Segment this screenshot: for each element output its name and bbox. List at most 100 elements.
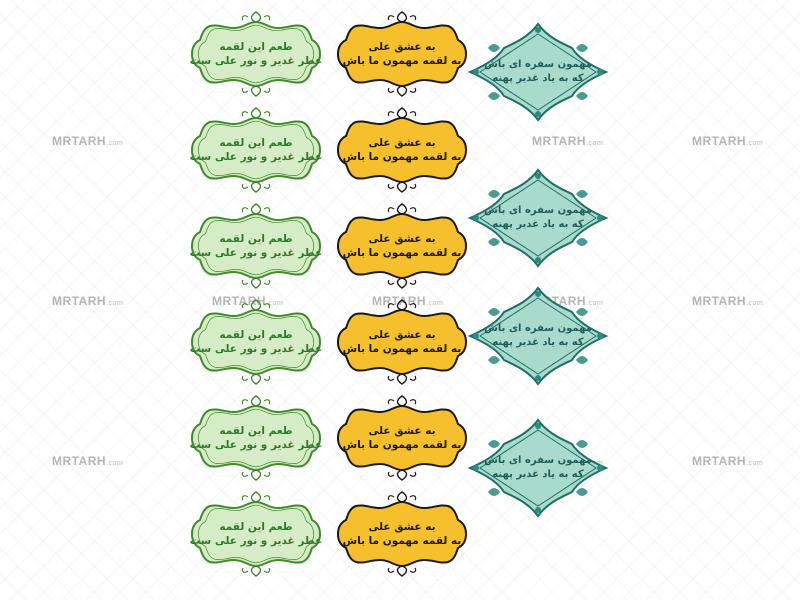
watermark-text: MRTARH.com	[692, 134, 763, 148]
yellow-frame-icon	[336, 395, 468, 481]
teal-label-line1: مهمون سفره ای باش	[484, 455, 592, 466]
watermark-suffix: .com	[426, 300, 444, 307]
watermark-brand: MRTARH	[372, 294, 427, 308]
watermark-brand: MRTARH	[532, 134, 587, 148]
yellow-frame-icon	[336, 107, 468, 193]
green-label-text: طعم این لقمه عطر غدیر و نور علی ست	[186, 494, 326, 574]
watermark-suffix: .com	[746, 460, 764, 467]
green-label-text: طعم این لقمه عطر غدیر و نور علی ست	[186, 206, 326, 286]
yellow-label-text: به عشق علی به لقمه مهمون ما باش	[332, 14, 472, 94]
yellow-label-line2: به لقمه مهمون ما باش	[342, 151, 462, 163]
yellow-label-line1: به عشق علی	[368, 424, 436, 437]
yellow-label-1: به عشق علی به لقمه مهمون ما باش	[332, 11, 472, 97]
watermark-brand: MRTARH	[692, 294, 747, 308]
green-label-text: طعم این لقمه عطر غدیر و نور علی ست	[186, 398, 326, 478]
teal-diamond-frame-icon	[467, 22, 609, 122]
watermark-suffix: .com	[106, 460, 124, 467]
yellow-label-text: به عشق علی به لقمه مهمون ما باش	[332, 398, 472, 478]
watermark-suffix: .com	[746, 300, 764, 307]
watermark-suffix: .com	[746, 140, 764, 147]
yellow-label-line2: به لقمه مهمون ما باش	[342, 439, 462, 451]
teal-label-line1: مهمون سفره ای باش	[484, 59, 592, 70]
green-label-line2: عطر غدیر و نور علی ست	[189, 151, 323, 163]
yellow-label-line2: به لقمه مهمون ما باش	[342, 55, 462, 67]
watermark-suffix: .com	[106, 140, 124, 147]
yellow-label-5: به عشق علی به لقمه مهمون ما باش	[332, 395, 472, 481]
yellow-frame-icon	[336, 11, 468, 97]
yellow-label-line2: به لقمه مهمون ما باش	[342, 247, 462, 259]
yellow-label-line1: به عشق علی	[368, 232, 436, 245]
watermark-text: MRTARH.com	[52, 294, 123, 308]
watermark-suffix: .com	[266, 300, 284, 307]
green-frame-icon	[190, 203, 322, 289]
teal-diamond-frame-icon	[467, 418, 609, 518]
watermark-text: MRTARH.com	[52, 134, 123, 148]
watermark-text: MRTARH.com	[532, 134, 603, 148]
green-label-line1: طعم این لقمه	[219, 232, 293, 245]
yellow-label-text: به عشق علی به لقمه مهمون ما باش	[332, 494, 472, 574]
teal-label-line2: که به یاد غدیر پهنه	[492, 73, 584, 84]
green-label-text: طعم این لقمه عطر غدیر و نور علی ست	[186, 14, 326, 94]
watermark-brand: MRTARH	[692, 454, 747, 468]
yellow-label-line2: به لقمه مهمون ما باش	[342, 535, 462, 547]
green-label-1: طعم این لقمه عطر غدیر و نور علی ست	[186, 11, 326, 97]
teal-label-line1: مهمون سفره ای باش	[484, 205, 592, 216]
green-frame-icon	[190, 299, 322, 385]
green-label-line1: طعم این لقمه	[219, 40, 293, 53]
teal-label-line2: که به یاد غدیر پهنه	[492, 219, 584, 230]
yellow-label-text: به عشق علی به لقمه مهمون ما باش	[332, 110, 472, 190]
yellow-label-line2: به لقمه مهمون ما باش	[342, 343, 462, 355]
green-label-line2: عطر غدیر و نور علی ست	[189, 343, 323, 355]
yellow-label-3: به عشق علی به لقمه مهمون ما باش	[332, 203, 472, 289]
green-label-line2: عطر غدیر و نور علی ست	[189, 535, 323, 547]
teal-label-1: مهمون سفره ای باش که به یاد غدیر پهنه	[467, 22, 609, 122]
watermark-text: MRTARH.com	[52, 454, 123, 468]
green-frame-icon	[190, 11, 322, 97]
green-frame-icon	[190, 107, 322, 193]
green-label-line1: طعم این لقمه	[219, 424, 293, 437]
watermark-brand: MRTARH	[692, 134, 747, 148]
watermark-text: MRTARH.com	[692, 294, 763, 308]
teal-label-text: مهمون سفره ای باش که به یاد غدیر پهنه	[468, 168, 608, 268]
yellow-label-line1: به عشق علی	[368, 40, 436, 53]
teal-diamond-frame-icon	[467, 168, 609, 268]
green-label-line2: عطر غدیر و نور علی ست	[189, 247, 323, 259]
watermark-brand: MRTARH	[52, 134, 107, 148]
yellow-label-6: به عشق علی به لقمه مهمون ما باش	[332, 491, 472, 577]
teal-label-text: مهمون سفره ای باش که به یاد غدیر پهنه	[468, 22, 608, 122]
yellow-frame-icon	[336, 299, 468, 385]
watermark-suffix: .com	[586, 140, 604, 147]
green-label-5: طعم این لقمه عطر غدیر و نور علی ست	[186, 395, 326, 481]
green-label-line1: طعم این لقمه	[219, 328, 293, 341]
green-frame-icon	[190, 395, 322, 481]
green-label-line2: عطر غدیر و نور علی ست	[189, 55, 323, 67]
watermark-brand: MRTARH	[52, 294, 107, 308]
yellow-frame-icon	[336, 203, 468, 289]
green-label-6: طعم این لقمه عطر غدیر و نور علی ست	[186, 491, 326, 577]
watermark-brand: MRTARH	[52, 454, 107, 468]
green-label-3: طعم این لقمه عطر غدیر و نور علی ست	[186, 203, 326, 289]
teal-diamond-frame-icon	[467, 286, 609, 386]
teal-label-2: مهمون سفره ای باش که به یاد غدیر پهنه	[467, 168, 609, 268]
yellow-label-line1: به عشق علی	[368, 520, 436, 533]
watermark-suffix: .com	[106, 300, 124, 307]
green-label-line2: عطر غدیر و نور علی ست	[189, 439, 323, 451]
yellow-label-line1: به عشق علی	[368, 136, 436, 149]
teal-label-line2: که به یاد غدیر پهنه	[492, 337, 584, 348]
yellow-label-2: به عشق علی به لقمه مهمون ما باش	[332, 107, 472, 193]
green-frame-icon	[190, 491, 322, 577]
green-label-text: طعم این لقمه عطر غدیر و نور علی ست	[186, 302, 326, 382]
watermark-text: MRTARH.com	[692, 454, 763, 468]
watermark-suffix: .com	[586, 300, 604, 307]
watermark-text: MRTARH.com	[372, 294, 443, 308]
green-label-line1: طعم این لقمه	[219, 520, 293, 533]
